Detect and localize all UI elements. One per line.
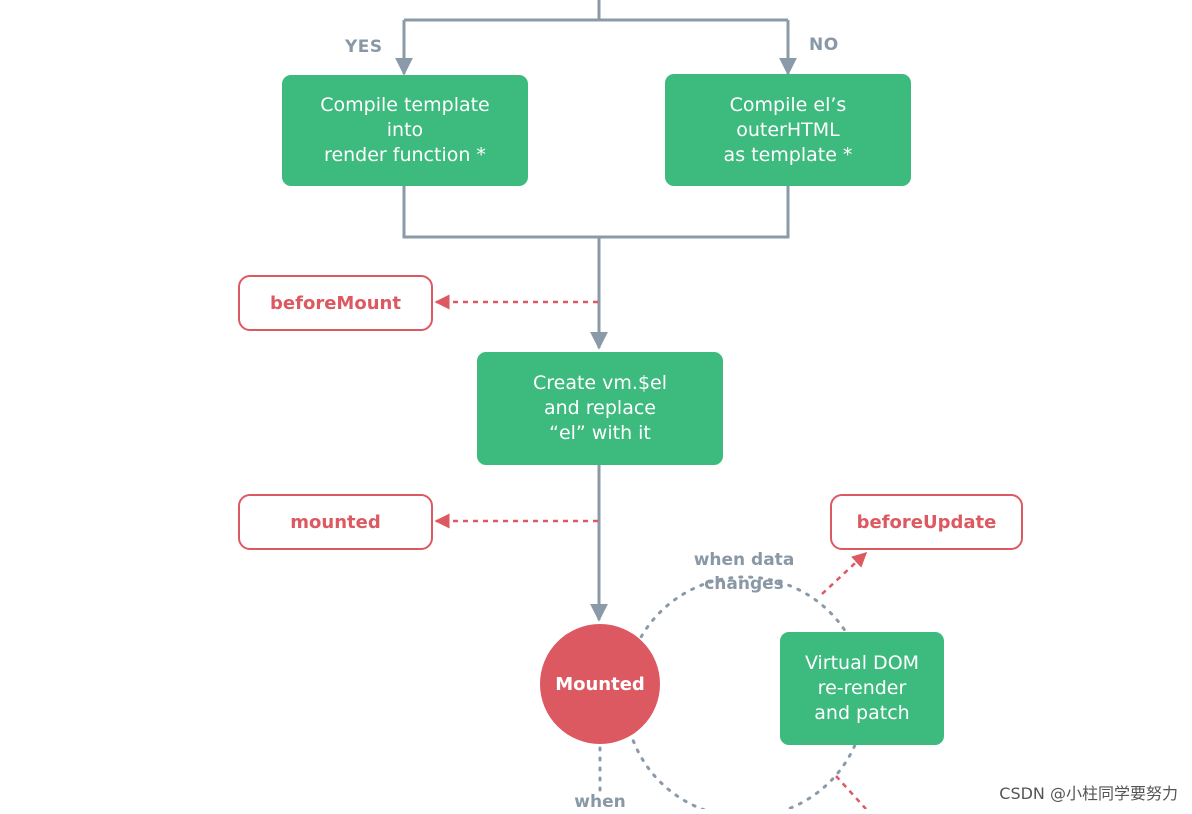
virtual-dom-box: Virtual DOM re-render and patch <box>780 632 944 745</box>
create-vm-el-box: Create vm.$el and replace “el” with it <box>477 352 723 465</box>
when-data-changes-label: when data changes <box>693 550 795 594</box>
when-bottom-label: when <box>574 792 626 812</box>
compile-el-box: Compile el’s outerHTML as template * <box>665 74 911 186</box>
mounted-hook: mounted <box>238 494 433 550</box>
compile-el-label: Compile el’s outerHTML as template * <box>723 93 853 166</box>
before-mount-hook: beforeMount <box>238 275 433 331</box>
before-mount-label: beforeMount <box>270 292 401 314</box>
csdn-watermark: CSDN @小柱同学要努力 <box>999 784 1178 803</box>
arrow-before-update-hook <box>821 551 868 595</box>
virtual-dom-label: Virtual DOM re-render and patch <box>804 652 920 724</box>
create-vm-el-label: Create vm.$el and replace “el” with it <box>532 372 668 444</box>
yes-label: YES <box>345 37 383 57</box>
compile-template-label: Compile template into render function * <box>320 94 490 166</box>
arrow-updated-hook-partial <box>835 775 867 809</box>
before-update-label: beforeUpdate <box>856 511 997 533</box>
mounted-state-circle: Mounted <box>540 624 660 744</box>
compile-template-box: Compile template into render function * <box>282 75 528 186</box>
connector-top-split <box>404 0 788 22</box>
no-label: NO <box>809 35 839 55</box>
before-update-hook: beforeUpdate <box>830 494 1023 550</box>
connector-merge <box>402 186 790 239</box>
mounted-state-label: Mounted <box>555 673 645 695</box>
mounted-hook-label: mounted <box>290 511 381 533</box>
